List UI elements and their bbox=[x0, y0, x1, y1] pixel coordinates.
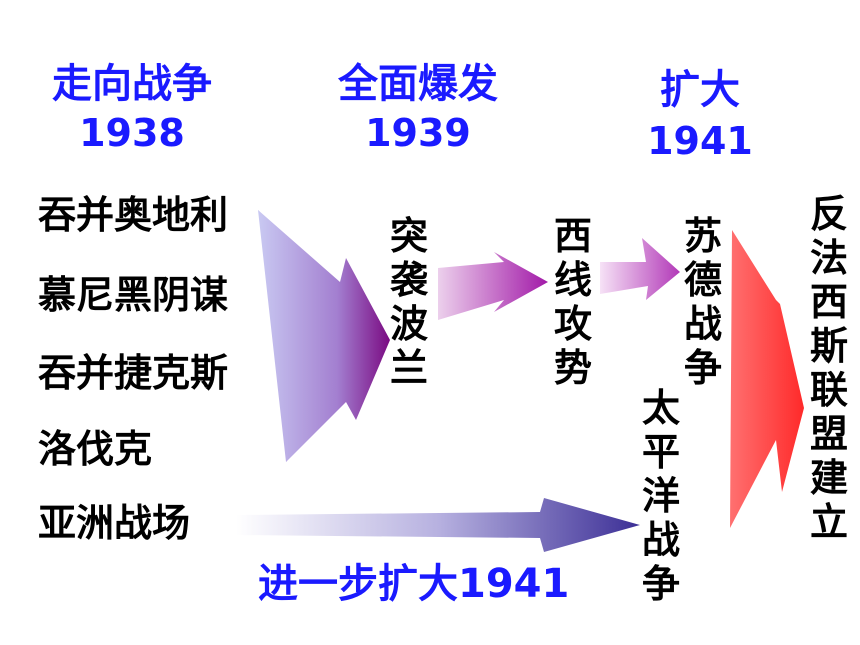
stage-poland: 突袭波兰 bbox=[389, 214, 428, 390]
header-1941-title: 扩大 bbox=[660, 67, 740, 113]
further-expansion-label: 进一步扩大1941 bbox=[258, 561, 570, 607]
header-1939-year: 1939 bbox=[365, 111, 471, 155]
header-1939-title: 全面爆发 bbox=[338, 61, 498, 107]
arrow-to-alliance bbox=[730, 230, 804, 528]
header-1941-year: 1941 bbox=[647, 119, 753, 163]
event-annex-austria: 吞并奥地利 bbox=[38, 193, 229, 237]
stage-soviet: 苏德战争 bbox=[683, 214, 722, 390]
event-munich: 慕尼黑阴谋 bbox=[38, 273, 229, 317]
arrow-west-to-soviet bbox=[600, 238, 680, 300]
event-czech-cont: 洛伐克 bbox=[38, 427, 153, 471]
arrow-poland-to-west bbox=[438, 252, 548, 320]
stage-alliance: 反法西斯联盟建立 bbox=[809, 192, 848, 544]
event-asia-front: 亚洲战场 bbox=[38, 501, 191, 545]
header-1938-title: 走向战争 bbox=[52, 61, 212, 107]
event-annex-czech: 吞并捷克斯 bbox=[38, 351, 229, 395]
header-1938-year: 1938 bbox=[79, 111, 185, 155]
arrow-1938-to-poland-body bbox=[258, 210, 390, 462]
arrow-asia-to-pacific bbox=[236, 498, 640, 552]
stage-pacific: 太平洋战争 bbox=[641, 386, 680, 606]
stage-west: 西线攻势 bbox=[553, 214, 592, 390]
